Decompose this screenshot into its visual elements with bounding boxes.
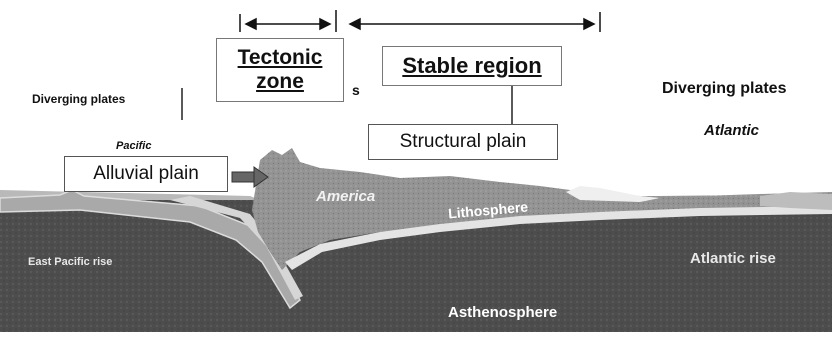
asthenosphere-label: Asthenosphere [448,304,557,321]
tectonic-zone-box: Tectonic zone [216,38,344,102]
stable-region-box: Stable region [382,46,562,86]
diverging-plates-right-label: Diverging plates [662,80,786,98]
diverging-plates-left-label: Diverging plates [32,92,125,106]
pacific-label: Pacific [116,140,151,152]
atlantic-label: Atlantic [704,122,759,139]
partial-s-label: s [352,82,360,98]
east-pacific-rise-label: East Pacific rise [28,256,112,268]
tectonic-zone-line1: Tectonic [238,46,323,70]
alluvial-plain-text: Alluvial plain [93,163,199,185]
america-label: America [316,188,375,205]
stable-region-text: Stable region [402,53,541,79]
structural-plain-text: Structural plain [400,131,527,153]
alluvial-plain-box: Alluvial plain [64,156,228,192]
stable-region-span-arrow [350,12,600,32]
basin-lake [566,186,660,202]
tectonic-zone-line2: zone [256,70,304,94]
tectonic-zone-span-arrow [240,10,336,32]
atlantic-rise-label: Atlantic rise [690,250,776,267]
structural-plain-box: Structural plain [368,124,558,160]
